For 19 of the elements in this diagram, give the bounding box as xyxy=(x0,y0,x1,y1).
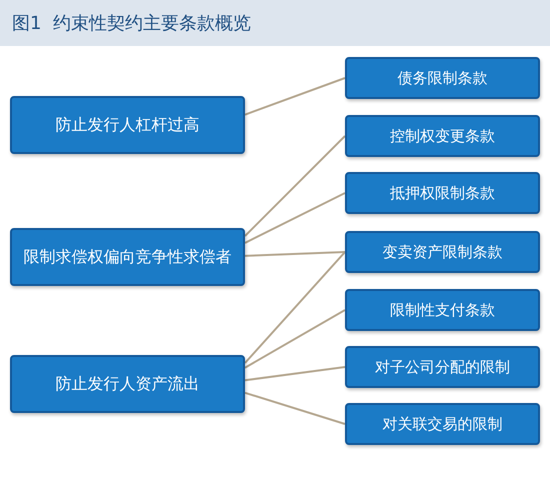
connector-line xyxy=(244,135,346,237)
label-box: 对关联交易的限制 xyxy=(345,403,540,445)
connector-line xyxy=(244,309,346,369)
label-box: 变卖资产限制条款 xyxy=(345,231,540,273)
connector-line xyxy=(244,251,346,257)
title-bar: 图1 约束性契约主要条款概览 xyxy=(0,0,550,46)
label-box: 限制求偿权偏向竞争性求偿者 xyxy=(10,228,245,286)
connector-line xyxy=(244,392,346,425)
label-box: 控制权变更条款 xyxy=(345,115,540,157)
label-box: 对子公司分配的限制 xyxy=(345,346,540,388)
connector-line xyxy=(244,77,346,116)
label-box: 债务限制条款 xyxy=(345,57,540,99)
connector-line xyxy=(244,251,346,364)
connector-line xyxy=(244,192,346,244)
label-box: 抵押权限制条款 xyxy=(345,172,540,214)
label-box: 防止发行人杠杆过高 xyxy=(10,96,245,154)
label-box: 防止发行人资产流出 xyxy=(10,355,245,413)
connector-line xyxy=(244,366,346,382)
label-box: 限制性支付条款 xyxy=(345,289,540,331)
